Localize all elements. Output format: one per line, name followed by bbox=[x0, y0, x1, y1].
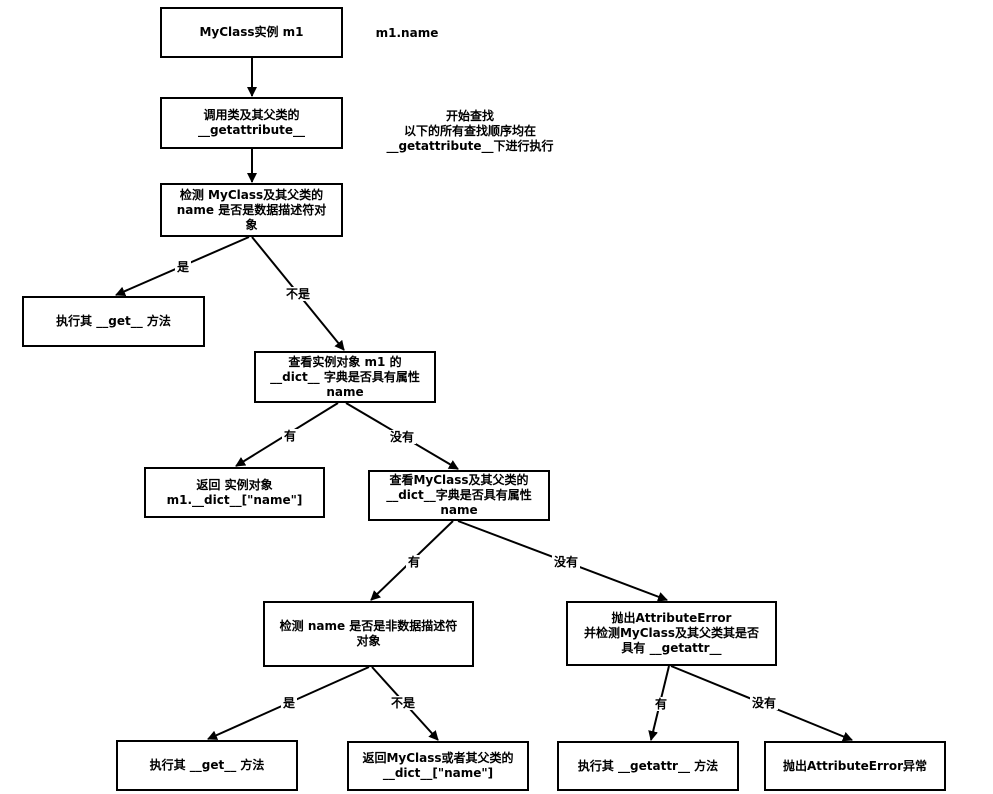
node-check-data-descriptor: 检测 MyClass及其父类的 name 是否是数据描述符对 象 bbox=[160, 183, 343, 237]
node-exec-get-2: 执行其 __get__ 方法 bbox=[116, 740, 298, 791]
label-descriptor-no: 不是 bbox=[283, 287, 313, 301]
note-lookup-order: 开始查找 以下的所有查找顺序均在 __getattribute__下进行执行 bbox=[386, 109, 554, 153]
node-instance: MyClass实例 m1 bbox=[160, 7, 343, 58]
node-exec-get-1: 执行其 __get__ 方法 bbox=[22, 296, 205, 347]
node-raise-and-check-getattr: 抛出AttributeError 并检测MyClass及其父类其是否 具有 __… bbox=[566, 601, 777, 666]
node-exec-getattr: 执行其 __getattr__ 方法 bbox=[557, 741, 739, 791]
node-check-class-dict: 查看MyClass及其父类的 __dict__字典是否具有属性 name bbox=[368, 470, 550, 521]
note-access-expression: m1.name bbox=[375, 26, 439, 40]
node-check-instance-dict: 查看实例对象 m1 的 __dict__ 字典是否具有属性 name bbox=[254, 351, 436, 403]
node-raise-error: 抛出AttributeError异常 bbox=[764, 741, 946, 791]
label-nondata-no: 不是 bbox=[388, 696, 418, 710]
node-check-non-data-descriptor: 检测 name 是否是非数据描述符 对象 bbox=[263, 601, 474, 667]
label-instance-dict-yes: 有 bbox=[281, 429, 299, 443]
label-class-dict-no: 没有 bbox=[551, 555, 581, 569]
node-return-instance-dict: 返回 实例对象 m1.__dict__["name"] bbox=[144, 467, 325, 518]
label-getattr-yes: 有 bbox=[652, 697, 670, 711]
node-call-getattribute: 调用类及其父类的 __getattribute__ bbox=[160, 97, 343, 149]
label-getattr-no: 没有 bbox=[749, 696, 779, 710]
label-nondata-yes: 是 bbox=[280, 696, 298, 710]
label-class-dict-yes: 有 bbox=[405, 555, 423, 569]
node-return-class-dict: 返回MyClass或者其父类的 __dict__["name"] bbox=[347, 741, 529, 791]
label-instance-dict-no: 没有 bbox=[387, 430, 417, 444]
label-descriptor-yes: 是 bbox=[174, 260, 192, 274]
